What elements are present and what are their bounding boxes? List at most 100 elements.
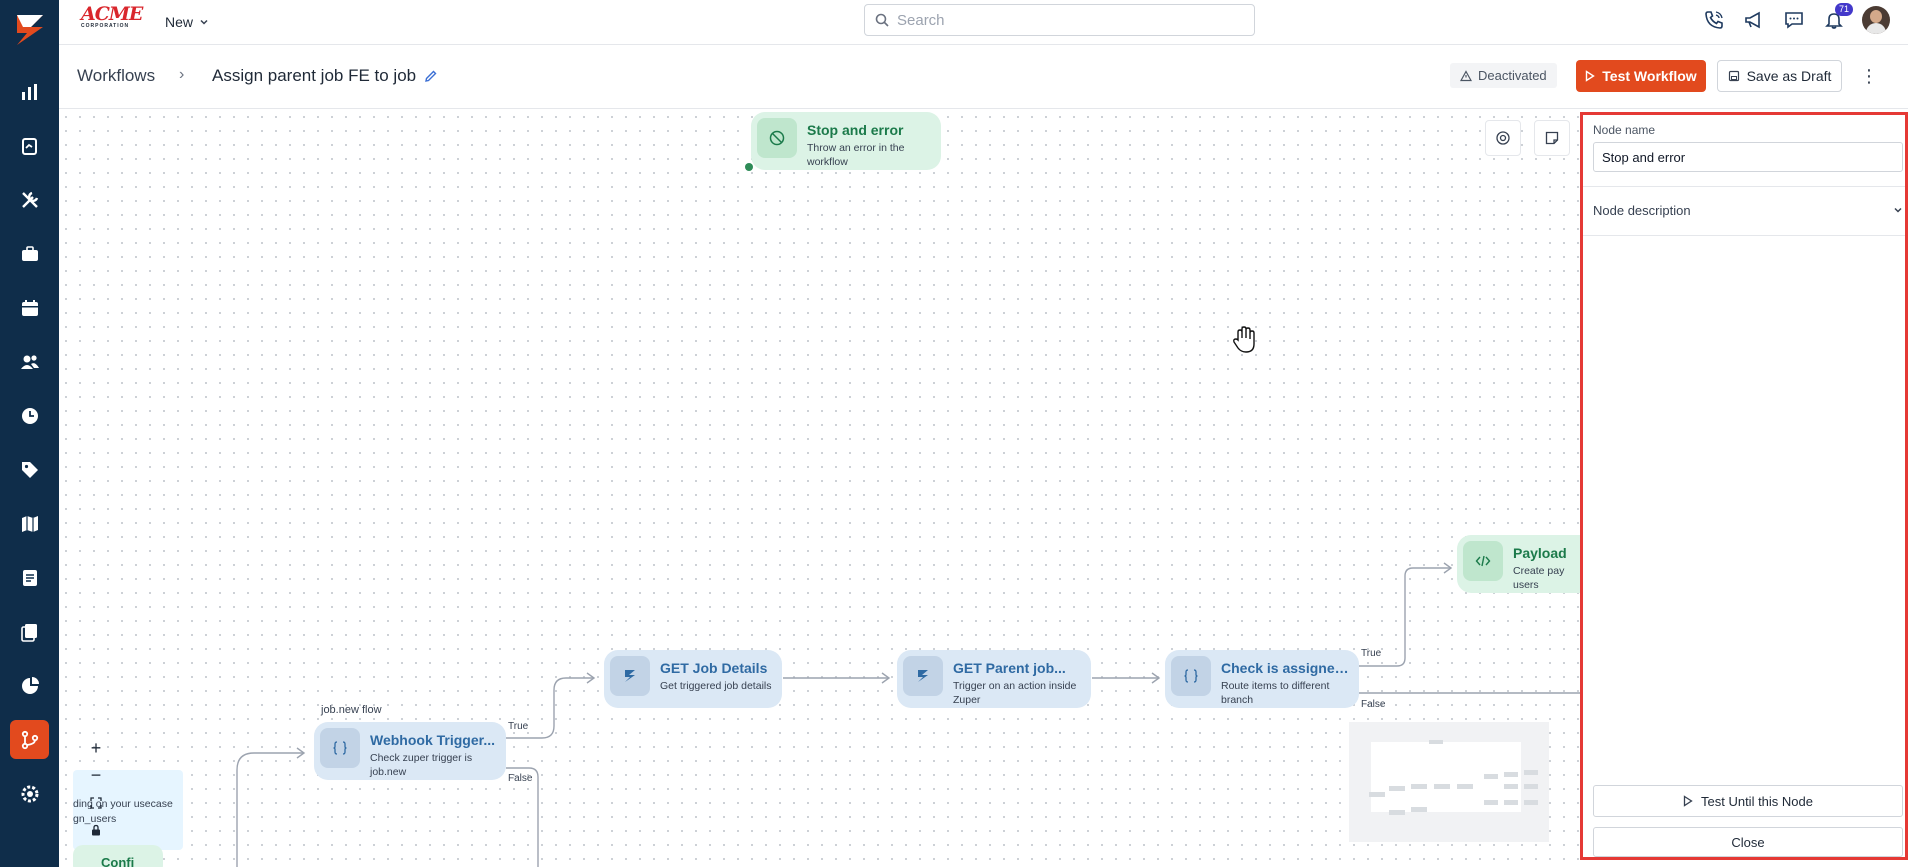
node-description-toggle[interactable]: Node description [1593, 200, 1903, 220]
fit-view-icon[interactable] [81, 789, 111, 816]
close-button[interactable]: Close [1593, 827, 1903, 857]
play-icon [1683, 795, 1693, 807]
node-name-label: Node name [1593, 123, 1656, 137]
chat-icon[interactable] [1782, 8, 1806, 32]
calendar-icon[interactable] [10, 288, 49, 327]
save-icon [1728, 70, 1739, 82]
node-description: Trigger on an action inside Zuper [953, 680, 1077, 706]
warning-icon [1460, 69, 1472, 81]
zuper-bolt-icon [610, 656, 650, 696]
breadcrumb-workflows[interactable]: Workflows [77, 66, 156, 85]
invoice-icon[interactable] [10, 558, 49, 597]
new-dropdown-button[interactable]: New [165, 10, 209, 34]
hand-cursor-icon [1233, 326, 1255, 353]
zoom-controls: + − [81, 735, 111, 843]
app-logo-icon[interactable] [8, 8, 52, 52]
zuper-bolt-icon [903, 656, 943, 696]
search-box[interactable] [864, 4, 1255, 36]
test-workflow-label: Test Workflow [1602, 68, 1697, 84]
node-stop-and-error[interactable]: Stop and error Throw an error in the wor… [751, 112, 941, 170]
canvas-settings-button[interactable] [1485, 120, 1521, 156]
left-sidebar [0, 0, 59, 867]
more-options-icon[interactable]: ⋮ [1860, 65, 1878, 86]
search-icon [875, 13, 889, 27]
save-as-draft-label: Save as Draft [1746, 68, 1832, 84]
node-title: Stop and error [807, 122, 904, 138]
reports-icon[interactable] [10, 126, 49, 165]
node-payload[interactable]: Payload Create pay users [1457, 535, 1580, 593]
target-icon [1496, 131, 1510, 145]
minimap[interactable] [1349, 722, 1549, 842]
map-icon[interactable] [10, 504, 49, 543]
edit-pencil-icon[interactable] [423, 68, 439, 84]
edge-label-true: True [1361, 648, 1382, 659]
node-settings-panel: Node name Node description Test Until th… [1580, 112, 1908, 860]
node-config[interactable]: Confi [73, 845, 163, 867]
notification-count-badge: 71 [1834, 3, 1853, 16]
new-label: New [165, 14, 194, 30]
node-description: Check zuper trigger is job.new [370, 752, 473, 778]
node-description-label: Node description [1593, 202, 1691, 218]
sticky-note-button[interactable] [1534, 120, 1570, 156]
tools-icon[interactable] [10, 180, 49, 219]
node-description: Get triggered job details [660, 680, 772, 692]
divider [1583, 186, 1905, 187]
node-name-input[interactable] [1593, 142, 1903, 172]
test-until-node-label: Test Until this Node [1701, 793, 1813, 809]
top-bar: ACME CORPORATION New 71 [59, 0, 1908, 45]
node-title: Check is assigned... [1221, 660, 1353, 676]
lock-icon[interactable] [81, 816, 111, 843]
stop-circle-icon [757, 118, 797, 158]
users-icon[interactable] [10, 342, 49, 381]
notification-bell-icon[interactable]: 71 [1822, 3, 1853, 32]
status-text: Deactivated [1478, 68, 1547, 83]
phone-icon[interactable] [1702, 8, 1726, 32]
brand-name: ACME [81, 3, 143, 25]
timesheet-clock-icon[interactable] [10, 396, 49, 435]
status-badge: Deactivated [1450, 63, 1557, 88]
brand-subtitle: CORPORATION [81, 23, 130, 29]
node-description: Route items to different branch [1221, 680, 1330, 706]
sticky-note-text: ding on your usecase [73, 798, 173, 810]
edges-layer [236, 163, 1580, 867]
save-as-draft-button[interactable]: Save as Draft [1717, 60, 1842, 92]
edge-label-false: False [508, 773, 533, 784]
workflow-icon[interactable] [10, 720, 49, 759]
minimap-preview [1369, 740, 1538, 815]
zoom-out-button[interactable]: − [90, 765, 102, 785]
node-title: Webhook Trigger... [370, 732, 495, 748]
sticky-note-icon [1545, 131, 1559, 145]
jobs-briefcase-icon[interactable] [10, 234, 49, 273]
dashboard-icon[interactable] [10, 72, 49, 111]
analytics-pie-icon[interactable] [10, 666, 49, 705]
node-title: Payload [1513, 545, 1567, 561]
node-check-is-assigned[interactable]: Check is assigned... Route items to diff… [1165, 650, 1359, 708]
node-get-job-details[interactable]: GET Job Details Get triggered job detail… [604, 650, 782, 708]
workflow-canvas[interactable]: Stop and error Throw an error in the wor… [59, 110, 1580, 867]
braces-icon [1171, 656, 1211, 696]
brand-logo[interactable]: ACME CORPORATION [81, 5, 145, 33]
node-get-parent-job[interactable]: GET Parent job... Trigger on an action i… [897, 650, 1091, 708]
node-webhook-trigger[interactable]: Webhook Trigger... Check zuper trigger i… [314, 722, 506, 780]
chevron-down-icon [200, 19, 208, 25]
search-input[interactable] [897, 11, 1217, 29]
test-workflow-button[interactable]: Test Workflow [1576, 60, 1706, 92]
node-description: Create pay users [1513, 565, 1565, 591]
divider [1583, 235, 1905, 236]
sticky-note-text: gn_users [73, 813, 117, 825]
braces-icon [320, 728, 360, 768]
code-icon [1463, 541, 1503, 581]
edge-label-false: False [1361, 699, 1386, 710]
settings-gear-icon[interactable] [10, 774, 49, 813]
node-title: Confi [101, 855, 135, 867]
test-until-node-button[interactable]: Test Until this Node [1593, 785, 1903, 817]
tag-icon[interactable] [10, 450, 49, 489]
documents-icon[interactable] [10, 612, 49, 651]
flow-label: job.new flow [321, 704, 382, 716]
zoom-in-button[interactable]: + [90, 738, 102, 758]
workflow-header: Workflows › Assign parent job FE to job … [59, 45, 1908, 109]
sticky-note[interactable]: ding on your usecase gn_users [73, 770, 183, 850]
user-avatar[interactable] [1862, 6, 1890, 34]
node-title: GET Job Details [660, 660, 768, 676]
megaphone-icon[interactable] [1742, 8, 1766, 32]
